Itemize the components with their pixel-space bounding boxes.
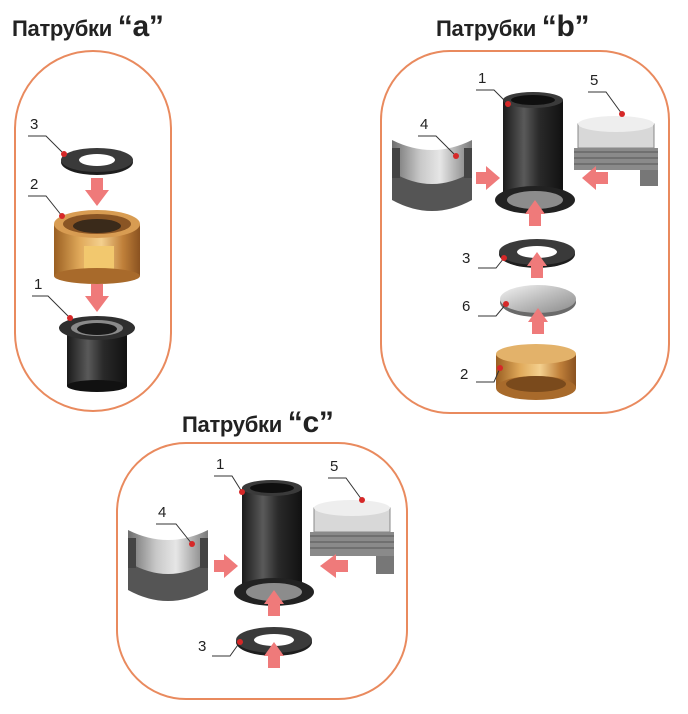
a-label-1: 1 <box>34 276 43 293</box>
b-union-5 <box>574 116 658 186</box>
title-b: Патрубки “b” <box>436 10 589 44</box>
c-arrow-left <box>214 554 238 578</box>
b-label-4: 4 <box>420 116 429 133</box>
b-label-2: 2 <box>460 366 469 383</box>
a-gasket-3 <box>61 148 133 175</box>
b-nut-2 <box>496 344 576 400</box>
b-pipe-1 <box>495 92 575 214</box>
b-label-3: 3 <box>462 250 471 267</box>
title-a-letter: “a” <box>117 10 164 43</box>
panel-c <box>116 442 408 700</box>
c-pipe-1 <box>234 480 314 606</box>
a-nut-2 <box>54 210 140 284</box>
b-label-1: 1 <box>478 70 487 87</box>
a-arrow-1 <box>85 178 109 206</box>
title-c-letter: “c” <box>287 406 334 439</box>
b-arrow-up-3 <box>528 308 548 334</box>
b-label-6: 6 <box>462 298 471 315</box>
leader-dots <box>59 101 625 645</box>
a-label-3: 3 <box>30 116 39 133</box>
c-union-5 <box>310 500 394 574</box>
b-label-5: 5 <box>590 72 599 89</box>
title-b-letter: “b” <box>541 10 590 43</box>
c-label-1: 1 <box>216 456 225 473</box>
title-c-prefix: Патрубки <box>182 412 282 437</box>
c-arrow-right <box>320 554 348 578</box>
a-pipe-1 <box>59 316 135 392</box>
b-disc-6 <box>500 285 576 317</box>
b-arrow-right <box>582 166 608 190</box>
c-label-3: 3 <box>198 638 207 655</box>
leader-lines <box>28 89 623 657</box>
c-label-5: 5 <box>330 458 339 475</box>
panel-a <box>14 50 172 412</box>
a-label-2: 2 <box>30 176 39 193</box>
c-label-4: 4 <box>158 504 167 521</box>
b-arrow-up-1 <box>525 200 545 226</box>
c-clamp-4 <box>128 530 208 601</box>
title-a: Патрубки “a” <box>12 10 164 44</box>
c-arrow-up-2 <box>264 642 284 668</box>
c-arrow-up-1 <box>264 590 284 616</box>
panel-b <box>380 50 670 414</box>
b-arrow-left <box>476 166 500 190</box>
b-clamp-4 <box>392 140 472 211</box>
title-b-prefix: Патрубки <box>436 16 536 41</box>
title-c: Патрубки “c” <box>182 406 334 440</box>
b-arrow-up-2 <box>527 252 547 278</box>
title-a-prefix: Патрубки <box>12 16 112 41</box>
a-arrow-2 <box>85 284 109 312</box>
